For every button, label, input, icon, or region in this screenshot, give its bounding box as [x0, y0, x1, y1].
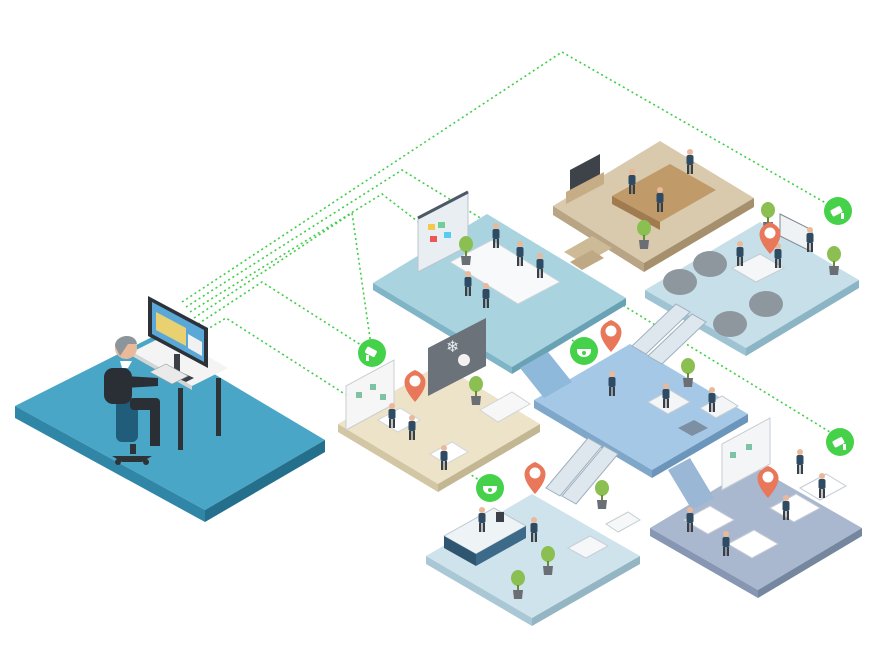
cctv-camera-icon	[826, 428, 854, 456]
beanbag	[663, 269, 697, 295]
reception-monitor	[496, 512, 504, 522]
location-pin-icon	[524, 462, 546, 494]
kitchen-wall-panel	[428, 318, 486, 396]
lobby-hub-room	[520, 303, 748, 478]
lounge-screen	[779, 213, 813, 253]
keyboard	[149, 363, 189, 385]
conference-room	[373, 190, 626, 374]
beanbag	[693, 251, 727, 277]
workspace-desks	[682, 505, 736, 535]
lounge-room	[645, 202, 859, 356]
security-operator-icon	[104, 335, 160, 465]
kitchen-room: ❄	[338, 318, 540, 492]
workspace-shelves	[721, 417, 771, 491]
connection-line-conference	[193, 211, 373, 353]
boardroom	[553, 141, 754, 272]
workspace-stairs	[668, 458, 714, 510]
open-workspace-room	[650, 417, 862, 598]
connection-line-lounge	[185, 169, 844, 441]
cctv-camera-icon	[824, 197, 852, 225]
boardroom-stairs	[564, 236, 612, 264]
escalator-upper	[631, 303, 707, 365]
dome-camera-icon	[476, 474, 504, 502]
security-desk-room	[15, 296, 325, 522]
kitchen-sofa	[479, 391, 531, 423]
lobby-stairs	[520, 352, 572, 398]
lounge-table	[730, 253, 786, 283]
beanbag	[713, 311, 747, 337]
location-pin-icon	[600, 320, 622, 352]
escalator-lower	[545, 437, 619, 505]
svg-text:❄: ❄	[446, 337, 459, 356]
connection-line-workspace	[181, 51, 839, 303]
beanbag	[749, 291, 783, 317]
boardroom-table	[612, 164, 716, 222]
reception-room	[426, 437, 641, 626]
boardroom-tv	[570, 154, 600, 194]
clock-icon	[458, 354, 470, 366]
connection-line-kitchen	[197, 281, 373, 353]
conference-table	[448, 239, 562, 305]
cctv-camera-icon	[358, 339, 386, 367]
dome-camera-icon	[570, 337, 598, 365]
reception-sofa	[566, 535, 610, 559]
lobby-coffee-table	[678, 420, 708, 436]
